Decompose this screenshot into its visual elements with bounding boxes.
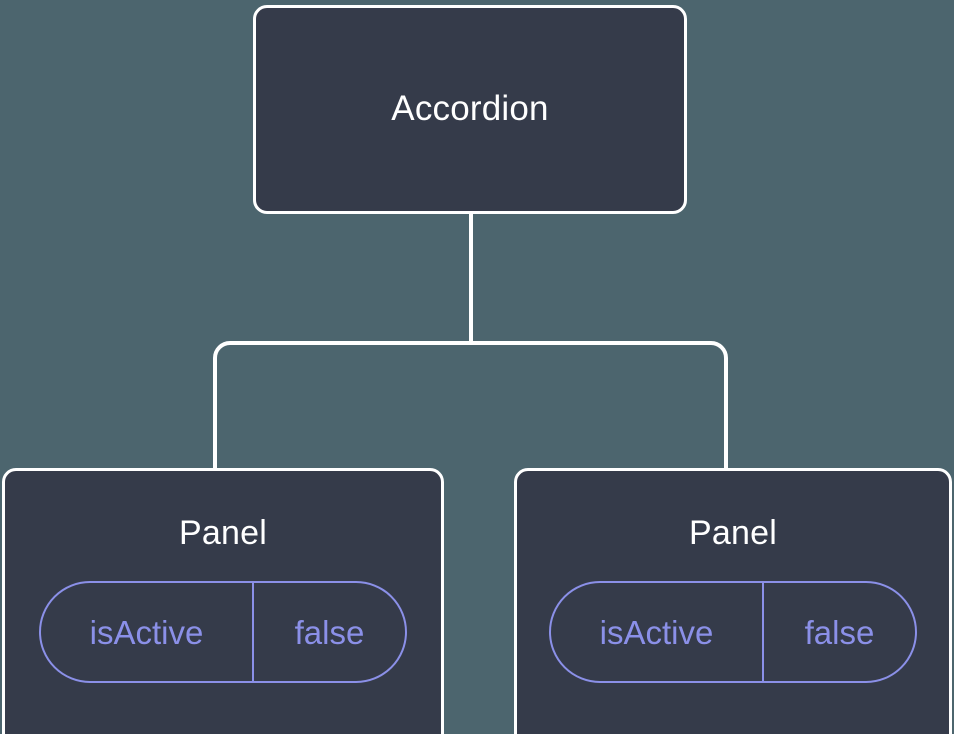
tree-node-panel-1[interactable]: Panel isActive false [514,468,952,734]
tree-node-root[interactable]: Accordion [253,5,687,214]
tree-node-panel-0[interactable]: Panel isActive false [2,468,444,734]
prop-value: false [294,613,365,651]
panel-node-label: Panel [689,514,777,552]
panel-node-label: Panel [179,514,267,552]
edge-branch-left [213,341,471,470]
prop-pill-isactive[interactable]: isActive false [549,581,917,684]
prop-value: false [804,613,875,651]
prop-pill-isactive[interactable]: isActive false [39,581,407,684]
root-node-label: Accordion [391,89,549,129]
prop-key: isActive [41,583,254,682]
prop-key: isActive [551,583,764,682]
edge-branch-right [471,341,728,470]
